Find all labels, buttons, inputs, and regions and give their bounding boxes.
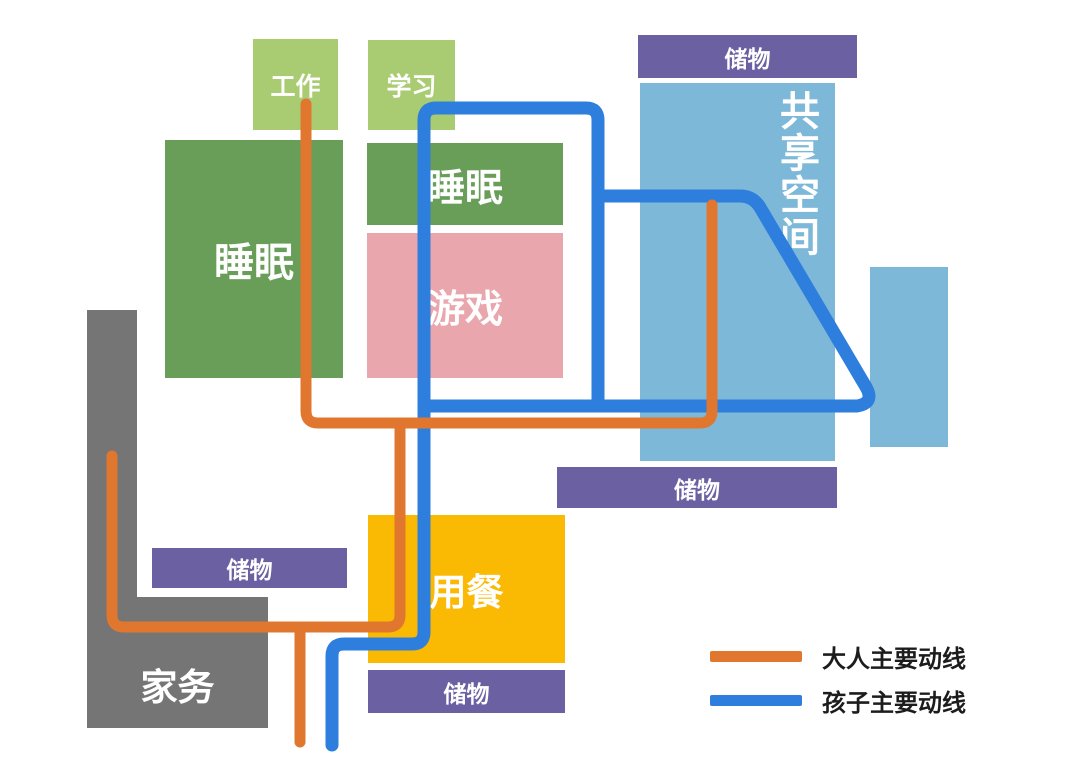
zone-play: 游戏 bbox=[367, 233, 563, 378]
zone-chores-label: 家务 bbox=[140, 667, 215, 708]
zone-storage-right: 储物 bbox=[557, 467, 837, 508]
zone-work: 工作 bbox=[253, 39, 338, 130]
zone-chores: 家务 bbox=[87, 597, 268, 728]
zone-storage-top-label: 储物 bbox=[724, 45, 771, 72]
zone-play-label: 游戏 bbox=[426, 289, 503, 331]
child-route-legend-label: 孩子主要动线 bbox=[822, 689, 966, 717]
zone-storage-top: 储物 bbox=[638, 35, 857, 78]
legend: 大人主要动线 孩子主要动线 bbox=[710, 640, 966, 728]
zone-work-label: 工作 bbox=[270, 72, 321, 101]
legend-row-adult: 大人主要动线 bbox=[710, 640, 966, 673]
zone-sleep-child-label: 睡眠 bbox=[426, 167, 503, 210]
adult-route-swatch bbox=[710, 650, 802, 662]
zone-shared-space: 共享空间 bbox=[640, 83, 835, 461]
zone-dining-label: 用餐 bbox=[429, 572, 504, 613]
zone-storage-right-label: 储物 bbox=[674, 476, 720, 503]
child-route-swatch bbox=[710, 694, 802, 706]
zone-sleep-child: 睡眠 bbox=[367, 143, 563, 225]
zone-study: 学习 bbox=[368, 40, 455, 130]
zone-storage-left-label: 储物 bbox=[226, 557, 273, 583]
zone-sleep-adult: 睡眠 bbox=[165, 140, 343, 378]
zone-storage-below-dining: 储物 bbox=[368, 670, 565, 713]
adult-route-legend-label: 大人主要动线 bbox=[822, 645, 966, 673]
zone-sleep-adult-label: 睡眠 bbox=[214, 241, 294, 285]
zone-dining: 用餐 bbox=[368, 515, 565, 663]
legend-row-child: 孩子主要动线 bbox=[710, 684, 966, 717]
zone-shared-space-label: 共享空间 bbox=[774, 90, 818, 258]
zone-storage-left: 储物 bbox=[152, 548, 347, 588]
zone-storage-below-dining-label: 储物 bbox=[443, 680, 490, 707]
zone-study-label: 学习 bbox=[386, 73, 437, 101]
zone-shared-space-annex bbox=[870, 267, 948, 447]
